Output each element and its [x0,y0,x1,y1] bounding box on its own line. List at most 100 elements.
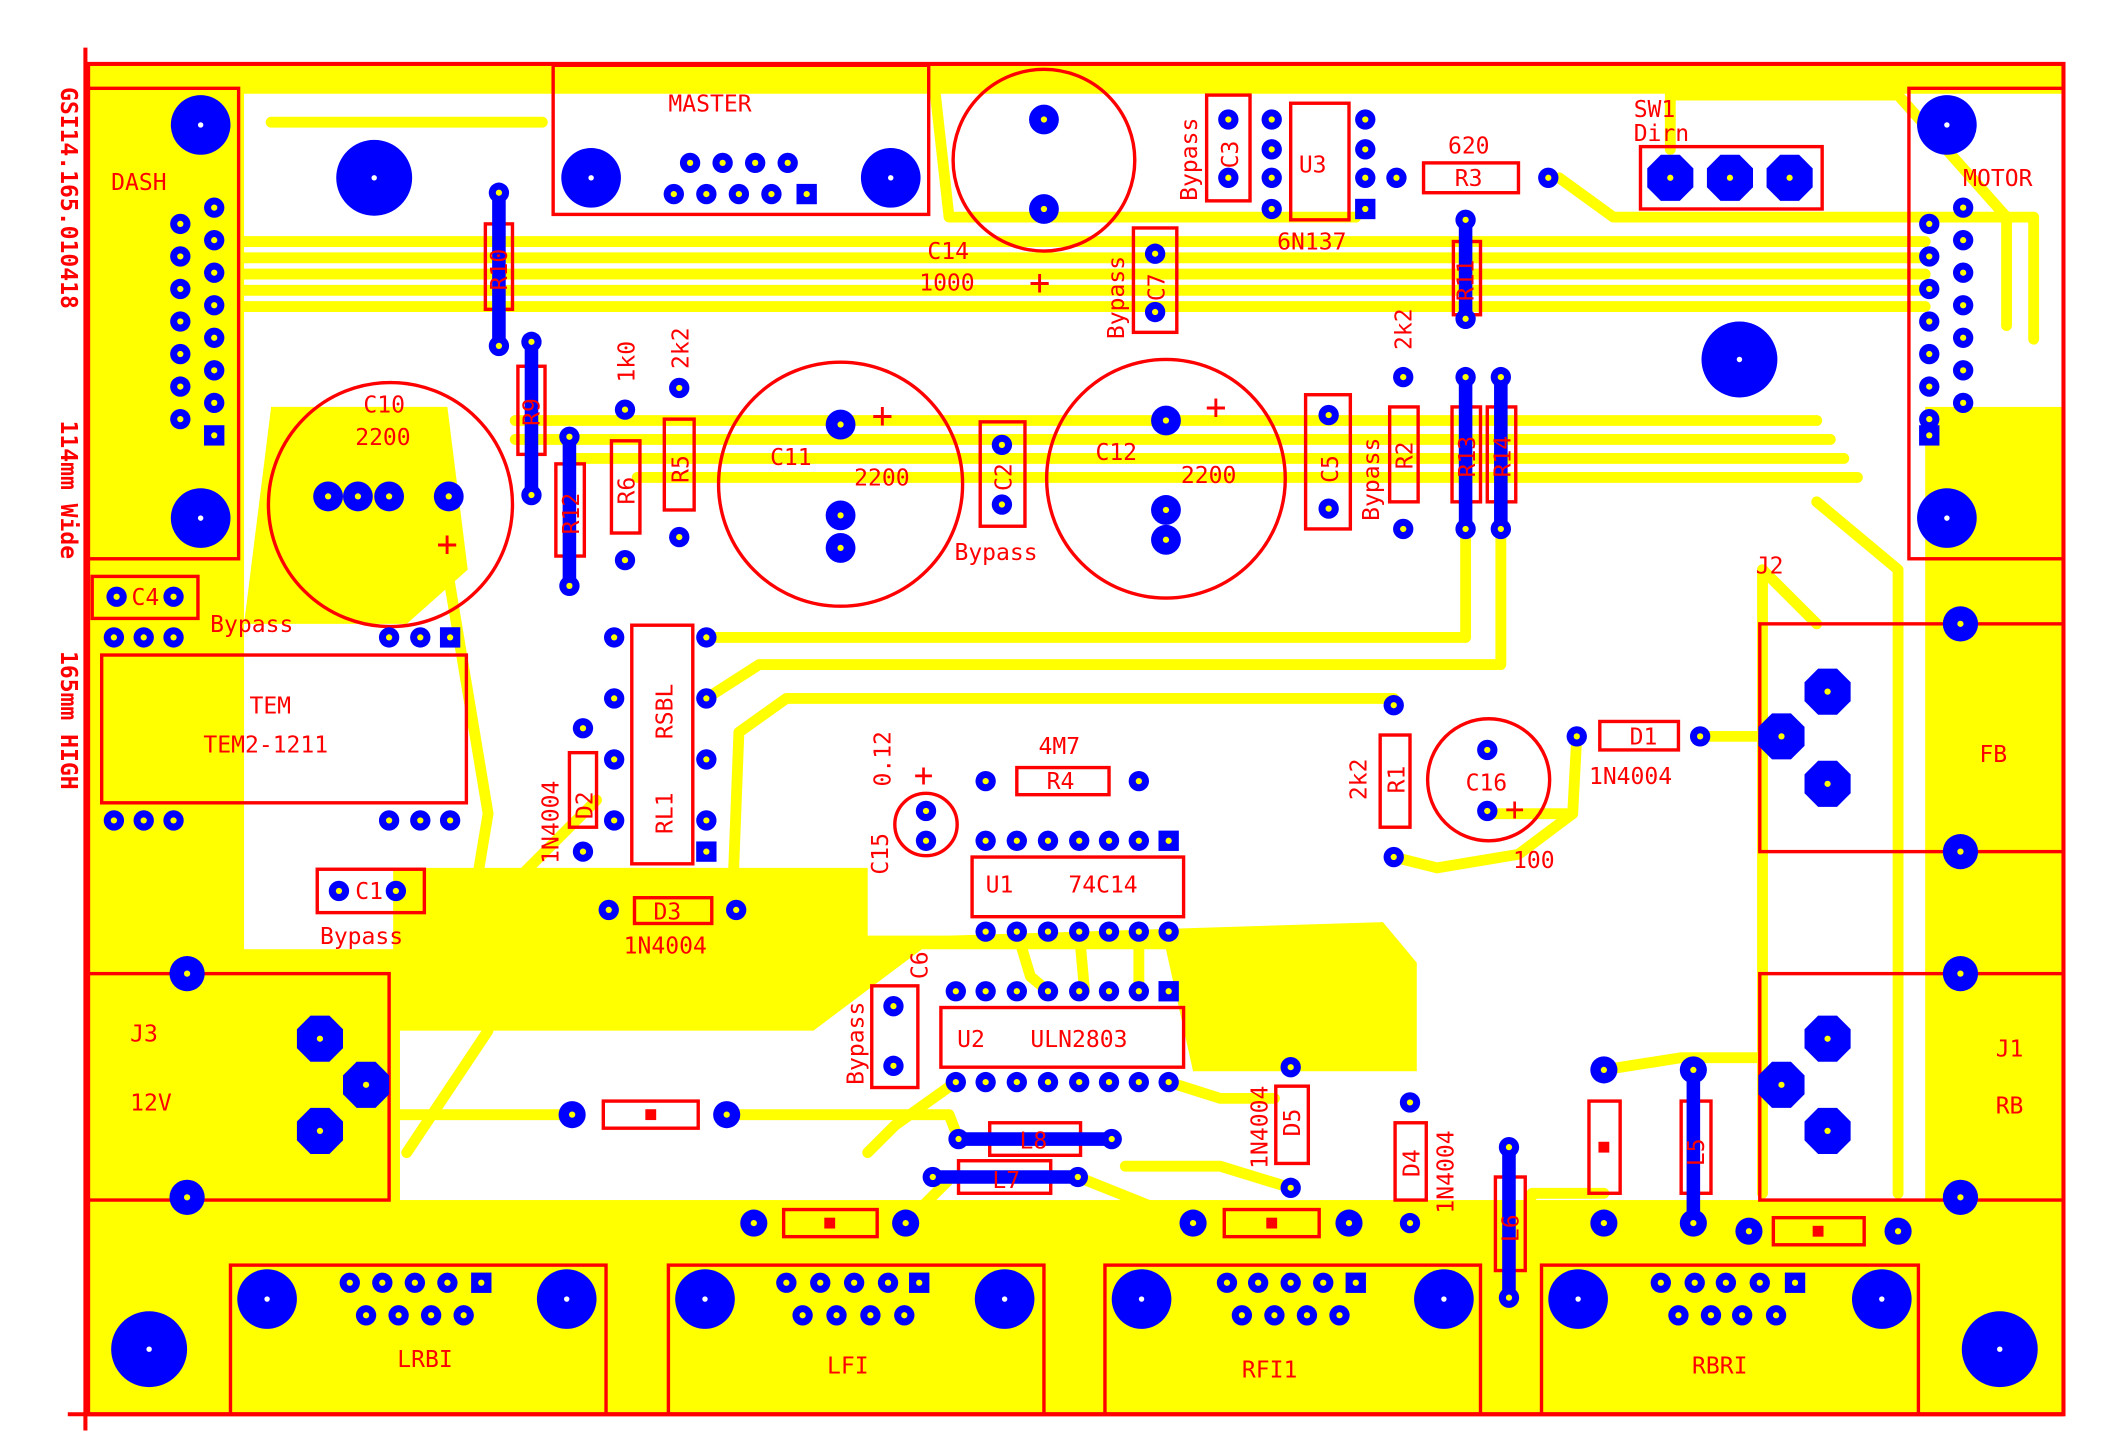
drill-hole [837,421,844,428]
pour-right [1925,406,2064,1415]
drill-hole [611,634,618,641]
c2-outline [978,420,1027,528]
drill-hole [385,817,393,824]
drill-hole [1268,205,1275,213]
c6-bypass: Bypass [844,1002,870,1085]
drill-hole [799,1312,806,1319]
drill-hole [982,1078,989,1086]
drill-hole [1406,1099,1414,1106]
drill-hole [1756,1279,1763,1286]
trace [726,692,1400,916]
pour-top [88,63,2064,94]
r3-outline [1421,161,1521,195]
drill-hole [264,1296,270,1302]
drill-hole [1135,928,1142,935]
drill-hole [444,1279,451,1286]
drill-hole [177,220,184,228]
drill-hole [1287,1184,1294,1191]
drill-hole [1667,174,1674,181]
board-id-text: GSI14.165.010418 [55,87,81,309]
drill-hole [1894,1228,1902,1235]
r4-outline [1015,765,1111,797]
drill-hole [1707,1312,1715,1319]
drill-hole [1926,285,1933,293]
r6-value: 1k0 [615,341,641,383]
drill-hole [1105,928,1113,935]
drill-hole [1690,1219,1697,1227]
c15-plus: + [914,757,934,795]
d1-outline [1598,719,1681,752]
tem-part: TEM2-1211 [203,733,328,759]
c11-plus: + [872,395,893,436]
drill-hole [837,544,844,552]
drill-hole [170,593,177,600]
drill-hole [955,1135,962,1143]
drill-hole [719,159,726,167]
l7-label: L7 [992,1168,1020,1194]
drill-hole [851,1279,858,1286]
drill-hole [379,1279,386,1286]
d5-label: D5 [1280,1109,1306,1137]
sw1-outline [1638,144,1824,211]
drill-hole [1325,411,1332,419]
drill-hole [1362,205,1369,213]
u2-part: ULN2803 [1030,1027,1127,1053]
drill-hole [1135,1078,1142,1086]
drill-hole [1736,356,1743,363]
drill-hole [1189,1219,1197,1227]
c14-plus: + [1029,262,1050,303]
drill-hole [1697,733,1704,740]
drill-hole [1238,1312,1246,1319]
resistor-outline [601,1099,700,1130]
drill-hole [1287,1279,1294,1286]
c6-outline [870,984,920,1090]
c16-label: C16 [1466,771,1508,797]
drill-hole [901,1312,908,1319]
drill-hole [833,1312,840,1319]
drill-hole [1824,780,1831,787]
drill-hole [1105,988,1113,995]
drill-hole [1151,250,1159,257]
trace [1553,172,2040,345]
c10-value: 2200 [355,425,410,451]
drill-hole [1960,237,1967,244]
r3-value: 620 [1448,133,1490,159]
d4-part: 1N4004 [1433,1130,1459,1213]
u1-outline [970,855,1186,919]
drill-hole [1824,1035,1831,1042]
drill-hole [1824,688,1831,695]
r13-label: R13 [1455,436,1481,478]
u2-outline [939,1005,1186,1069]
c1-label: C1 [355,879,383,905]
drill-hole [1957,620,1964,627]
rl1-label: RL1 [652,792,678,834]
r5-value: 2k2 [669,327,695,369]
drill-hole [768,190,775,198]
drill-hole [1497,525,1504,533]
drill-hole [211,367,218,374]
drill-hole [1573,733,1580,740]
drill-hole [1362,116,1369,123]
drill-hole [1044,928,1052,935]
resistor-outline [1771,1215,1866,1247]
drill-hole [211,432,218,439]
c2-label: C2 [991,463,1017,491]
c1-outline [315,867,427,915]
drill-hole [211,237,218,244]
r2-outline [1387,405,1420,504]
drill-hole [316,1035,324,1042]
c16-plus: + [1505,790,1525,828]
trace [1252,1214,1267,1289]
resistor-outline [1222,1207,1321,1239]
r14-label: R14 [1490,436,1516,478]
drill-hole [411,1279,418,1286]
drill-hole [1960,399,1967,406]
resistor-center-mark [1598,1141,1610,1153]
c11-outline [716,360,965,608]
drill-hole [1352,1279,1359,1286]
drill-hole [1165,1078,1172,1086]
drill-hole [1441,1296,1447,1302]
drill-hole [1255,1279,1262,1286]
trace [1503,1187,1610,1304]
